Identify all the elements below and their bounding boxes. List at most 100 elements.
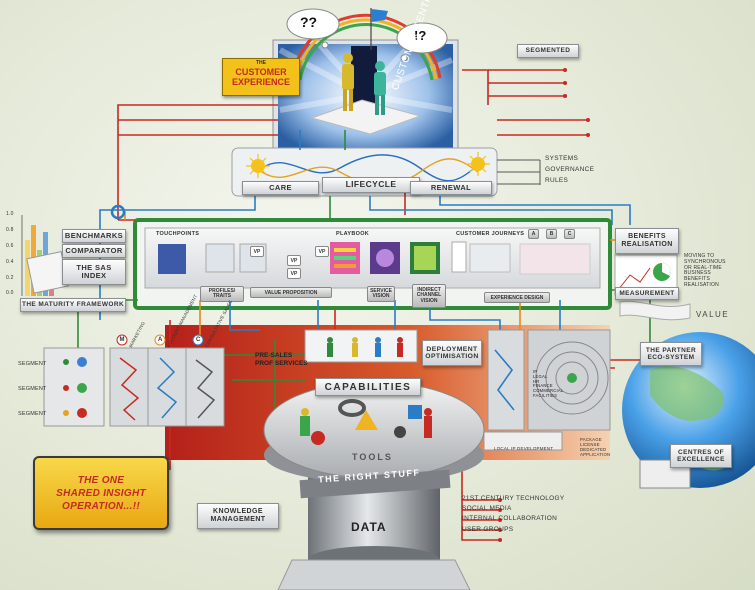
centres-line1: CENTRES OF — [678, 448, 724, 456]
ip-item-4: FINANCE — [533, 383, 553, 389]
package-item-3: DEDICATED — [580, 446, 607, 452]
ip-item-6: FACILITIES — [533, 393, 558, 399]
segment-label-3: SEGMENT — [18, 411, 47, 417]
service-vision-line1: SERVICE — [370, 287, 392, 294]
customer-journeys-label: CUSTOMER JOURNEYS — [456, 231, 525, 237]
vp-label-2: VP — [287, 255, 301, 266]
customer-experience-box: THE CUSTOMER EXPERIENCE — [222, 58, 300, 96]
tools-label: TOOLS — [352, 452, 393, 462]
package-item-4: APPLICATION — [580, 451, 611, 457]
service-vision-line2: VISION — [372, 293, 390, 299]
package-item-2: LICENSE — [580, 441, 600, 447]
segment-label-2: SEGMENT — [18, 386, 47, 392]
blue-wires — [99, 130, 631, 331]
indirect-line2: CHANNEL — [416, 292, 442, 299]
axis-tick-6: 0.0 — [6, 290, 14, 296]
customer-experience-line2: CUSTOMER — [235, 66, 287, 77]
moving-to-line6: REALISATION — [684, 281, 719, 288]
rainbow-arc-green — [298, 23, 434, 81]
one-shared-line1: THE ONE — [77, 474, 125, 486]
right-stuff-ribbon — [299, 469, 451, 499]
tech-item-1: 21ST CENTURY TECHNOLOGY — [462, 495, 565, 502]
axis-tick-5: 0.2 — [6, 275, 14, 281]
segment-label-1: SEGMENT — [18, 361, 47, 367]
sun-icon-right — [466, 152, 490, 176]
knowledge-line1: KNOWLEDGE — [213, 508, 263, 516]
partner-line1: THE PARTNER — [645, 346, 697, 354]
customer-experience-line3: EXPERIENCE — [231, 77, 291, 88]
ip-item-1: IP — [533, 369, 538, 374]
capabilities-box: CAPABILITIES — [315, 378, 421, 396]
thought-bubble-left-text: ?? — [300, 14, 318, 30]
axis-tick-3: 0.6 — [6, 243, 14, 249]
presales-label: PRE-SALES PROF SERVICES — [255, 352, 308, 368]
capability-figures-icon — [327, 337, 403, 357]
centres-line2: EXCELLENCE — [677, 456, 725, 463]
value-label: VALUE — [696, 310, 730, 319]
sas-index-box: THE SAS INDEX — [62, 259, 126, 285]
ip-item-5: COMMERCIAL — [533, 388, 564, 394]
process-panel — [487, 329, 525, 431]
indirect-channel-label: INDIRECT CHANNEL VISION — [412, 284, 446, 308]
segment-circle-icons — [116, 334, 204, 346]
customer-figure-yellow-icon — [342, 53, 354, 111]
presales-line2: PROF SERVICES — [255, 359, 308, 367]
dark-wires — [497, 159, 541, 185]
knowledge-line2: MANAGEMENT — [210, 516, 266, 523]
profiles-traits-label: PROFILES/ TRAITS — [200, 286, 244, 302]
red-wires — [117, 69, 641, 541]
moving-to-line5: BENEFITS — [684, 276, 711, 282]
experience-design-label: EXPERIENCE DESIGN — [484, 292, 550, 303]
partner-line2: ECO-SYSTEM — [647, 354, 695, 361]
value-proposition-label: VALUE PROPOSITION — [250, 287, 332, 298]
circle-label-m: M — [119, 337, 125, 343]
local-ip-label: LOCAL IP DEVELOPMENT — [494, 446, 554, 451]
value-book — [619, 300, 691, 321]
playbook-label: PLAYBOOK — [336, 231, 370, 237]
moving-to-line1: MOVING TO — [684, 253, 715, 259]
target-center-dot — [567, 373, 577, 383]
ip-list: IP LEGAL HR FINANCE COMMERCIAL FACILITIE… — [533, 369, 564, 399]
journey-tab-c: C — [564, 229, 575, 239]
journey-tab-a: A — [528, 229, 539, 239]
journey-tab-b: B — [546, 229, 557, 239]
customer-experience-line1: THE — [256, 60, 266, 66]
vp-label-4: VP — [315, 246, 329, 257]
deployment-optimisation-box: DEPLOYMENT OPTIMISATION — [422, 340, 482, 366]
maturity-chart — [21, 215, 69, 296]
sun-icon-left — [246, 154, 270, 178]
partner-ecosystem-box: THE PARTNER ECO-SYSTEM — [640, 342, 702, 366]
tech-item-2: SOCIAL MEDIA — [462, 505, 512, 512]
lifecycle-label: LIFECYCLE — [322, 177, 420, 193]
service-vision-label: SERVICE VISION — [367, 286, 395, 302]
thought-bubble-left — [286, 8, 340, 40]
sas-index-line1: THE SAS — [76, 262, 112, 272]
one-shared-insight-box: THE ONE SHARED INSIGHT OPERATION...!! — [33, 456, 169, 530]
list-bullets — [498, 68, 590, 542]
renewal-label: RENEWAL — [410, 181, 492, 195]
benchmarks-box: BENCHMARKS — [62, 229, 126, 243]
governance-item-rules: RULES — [545, 177, 569, 184]
benefits-line1: BENEFITS — [628, 233, 666, 241]
axis-tick-1: 1.0 — [6, 211, 14, 217]
touchpoints-label: TOUCHPOINTS — [156, 231, 200, 237]
axis-tick-2: 0.8 — [6, 227, 14, 233]
indirect-line3: VISION — [420, 297, 438, 304]
segment-panel — [43, 347, 225, 427]
deployment-line2: OPTIMISATION — [425, 353, 479, 360]
profiles-line2: TRAITS — [212, 293, 232, 299]
deployment-line1: DEPLOYMENT — [426, 345, 478, 353]
moving-to-line3: OR REAL-TIME — [684, 264, 722, 271]
one-shared-line3: OPERATION...!! — [62, 500, 140, 512]
moving-to-line2: SYNCHRONOUS — [684, 258, 726, 265]
thought-bubble-right — [396, 22, 448, 54]
care-label: CARE — [242, 181, 319, 195]
knowledge-management-box: KNOWLEDGE MANAGEMENT — [197, 503, 279, 529]
measurement-box: MEASUREMENT — [615, 287, 679, 300]
data-pedestal — [277, 559, 471, 590]
tech-item-4: USER GROUPS — [462, 526, 514, 533]
presales-line1: PRE-SALES — [255, 352, 293, 359]
flag-icon — [371, 9, 388, 22]
package-list: PACKAGE LICENSE DEDICATED APPLICATION — [580, 437, 611, 458]
vp-label-3: VP — [287, 268, 301, 279]
